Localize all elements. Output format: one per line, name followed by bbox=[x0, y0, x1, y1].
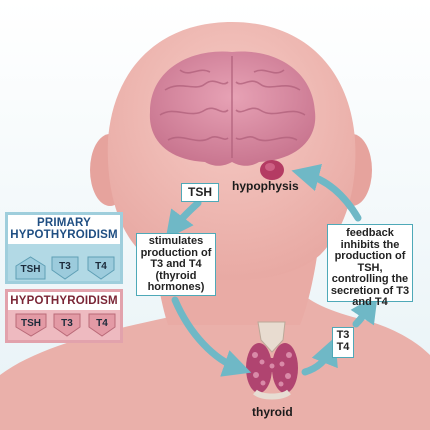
hypo-panel-title: HYPOTHYROIDISM bbox=[10, 295, 118, 307]
t3-t4-label-box: T3 T4 bbox=[332, 327, 354, 358]
arrow-down-icon bbox=[88, 313, 116, 337]
feedback-text-box: feedback inhibits the production of TSH,… bbox=[327, 224, 413, 308]
arrow-down-icon bbox=[53, 313, 81, 337]
arrow-up-icon bbox=[15, 256, 46, 280]
arrow-down-icon bbox=[87, 256, 115, 280]
tsh-label-box: TSH bbox=[181, 183, 219, 202]
larynx bbox=[257, 321, 286, 353]
t3-label: T3 bbox=[336, 329, 350, 341]
arrow-feedback-up bbox=[291, 163, 362, 222]
shoulders bbox=[0, 290, 430, 430]
arrow-thyroid-out bbox=[301, 337, 338, 376]
hypophysis-label: hypophysis bbox=[232, 179, 299, 193]
arrow-down-icon bbox=[15, 313, 47, 337]
thyroid-gland bbox=[246, 343, 298, 400]
t4-down-tag: T4 bbox=[86, 255, 116, 281]
thyroid-label: thyroid bbox=[252, 405, 293, 419]
tsh-down-tag: TSH bbox=[14, 312, 48, 338]
t3-down-tag: T3 bbox=[50, 255, 80, 281]
t4-label: T4 bbox=[336, 340, 350, 353]
primary-panel-title: PRIMARY HYPOTHYROIDISM bbox=[10, 217, 118, 242]
tsh-up-tag: TSH bbox=[14, 255, 47, 281]
primary-hypothyroidism-panel: PRIMARY HYPOTHYROIDISM TSH T3 T4 bbox=[5, 212, 123, 284]
stimulates-text-box: stimulates production of T3 and T4 (thyr… bbox=[136, 233, 216, 296]
hypothyroidism-panel: HYPOTHYROIDISM TSH T3 T4 bbox=[5, 289, 123, 343]
arrow-down-icon bbox=[51, 256, 79, 280]
t3-down-tag: T3 bbox=[52, 312, 82, 338]
t4-down-tag: T4 bbox=[87, 312, 117, 338]
arrow-tsh-down bbox=[165, 199, 202, 240]
arrow-to-thyroid bbox=[171, 296, 252, 377]
arrow-to-feedback bbox=[350, 294, 378, 328]
